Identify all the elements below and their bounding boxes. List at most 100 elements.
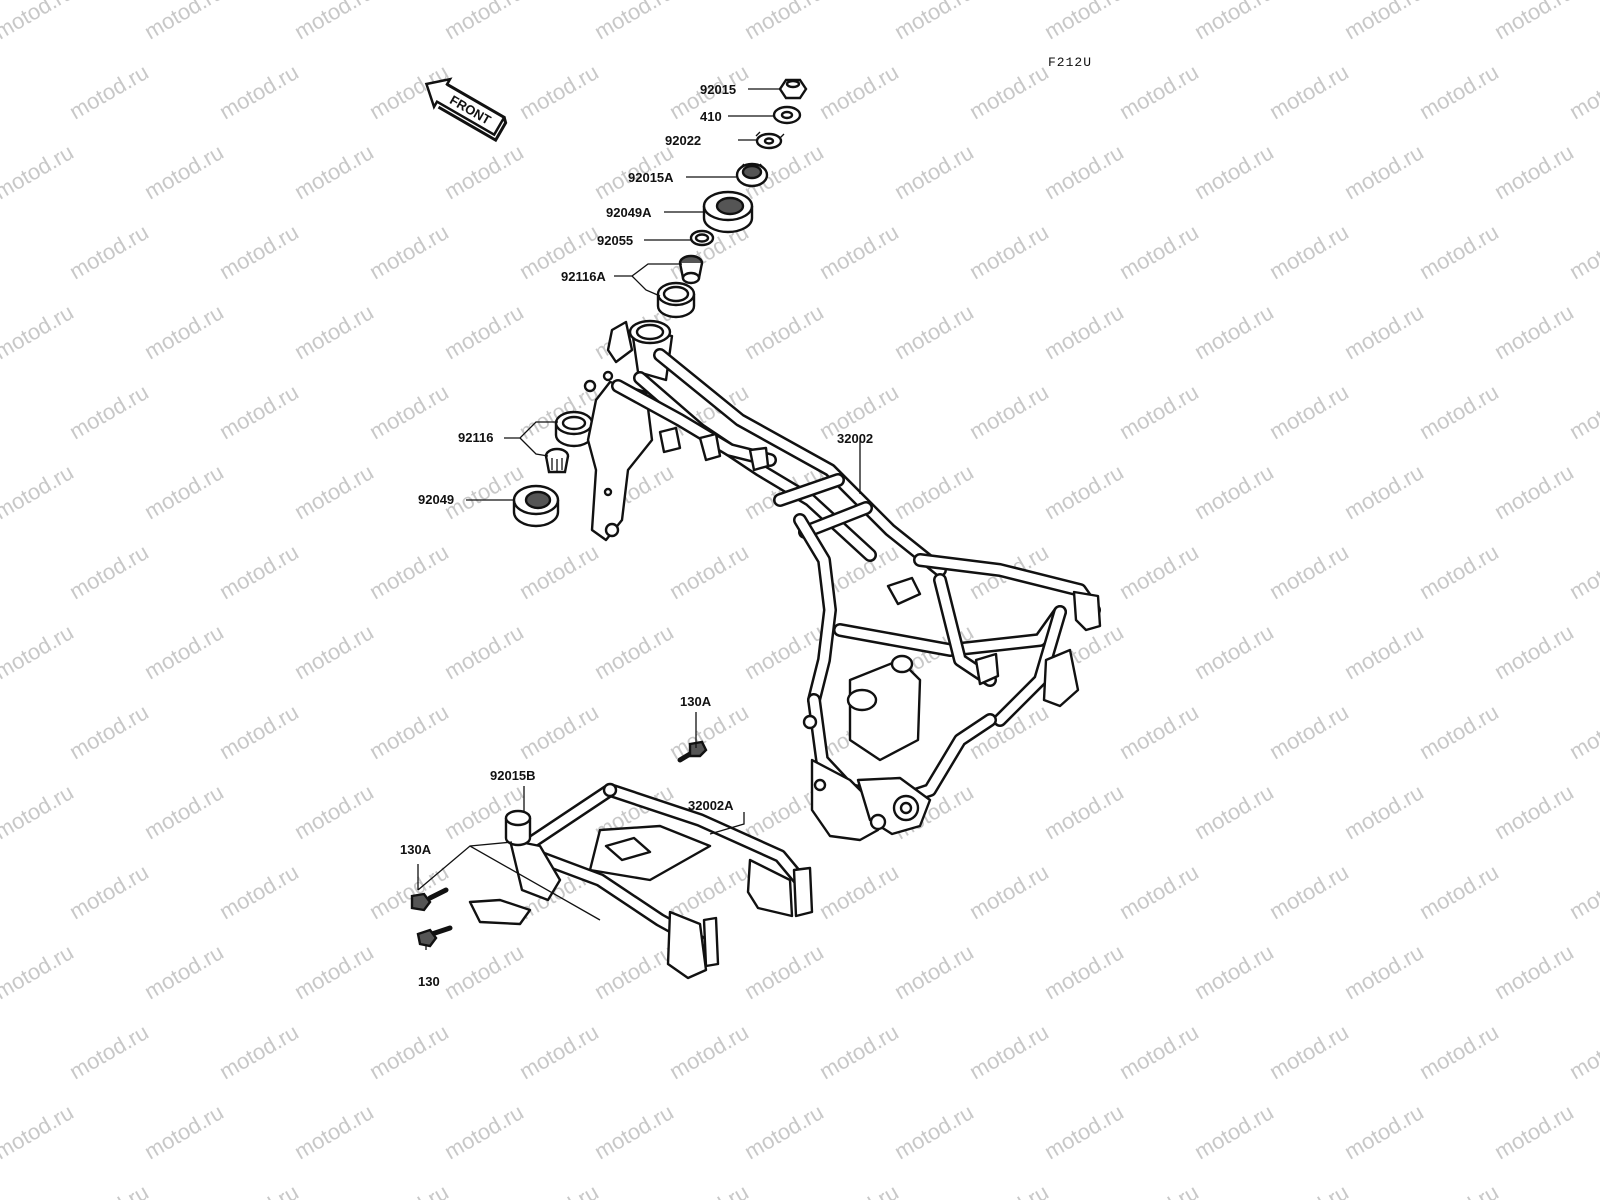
watermark-text: motod.ru: [0, 59, 3, 124]
watermark-text: motod.ru: [965, 379, 1053, 444]
watermark-text: motod.ru: [440, 0, 528, 44]
watermark-text: motod.ru: [1415, 219, 1503, 284]
watermark-text: motod.ru: [215, 699, 303, 764]
watermark-text: motod.ru: [1115, 379, 1203, 444]
watermark-text: motod.ru: [1115, 859, 1203, 924]
watermark-text: motod.ru: [1115, 59, 1203, 124]
watermark-text: motod.ru: [290, 139, 378, 204]
watermark-text: motod.ru: [1490, 619, 1578, 684]
watermark-text: motod.ru: [1265, 859, 1353, 924]
watermark-text: motod.ru: [665, 699, 753, 764]
watermark-text: motod.ru: [1565, 219, 1600, 284]
watermark-text: motod.ru: [440, 1099, 528, 1164]
watermark-text: motod.ru: [1040, 459, 1128, 524]
watermark-text: motod.ru: [1415, 1179, 1503, 1200]
watermark-text: motod.ru: [1415, 859, 1503, 924]
watermark-text: motod.ru: [740, 1099, 828, 1164]
watermark-text: motod.ru: [815, 1179, 903, 1200]
watermark-text: motod.ru: [665, 1179, 753, 1200]
part-92116-race: [554, 410, 594, 448]
leader-lines: [417, 88, 861, 950]
watermark-text: motod.ru: [1190, 459, 1278, 524]
watermark-text: motod.ru: [1565, 59, 1600, 124]
watermark-text: motod.ru: [965, 1179, 1053, 1200]
watermark-text: motod.ru: [365, 699, 453, 764]
watermark-text: motod.ru: [140, 1099, 228, 1164]
watermark-text: motod.ru: [290, 939, 378, 1004]
watermark-text: motod.ru: [1040, 0, 1128, 44]
watermark-text: motod.ru: [0, 939, 78, 1004]
watermark-text: motod.ru: [1040, 779, 1128, 844]
watermark-text: motod.ru: [290, 299, 378, 364]
watermark-text: motod.ru: [0, 139, 78, 204]
watermark-text: motod.ru: [740, 299, 828, 364]
watermark-text: motod.ru: [0, 859, 3, 924]
watermark-text: motod.ru: [290, 1099, 378, 1164]
part-92022-lock-washer: [755, 131, 785, 150]
watermark-text: motod.ru: [0, 1099, 78, 1164]
watermark-text: motod.ru: [1415, 1019, 1503, 1084]
part-130-bolt: [416, 925, 453, 948]
watermark-text: motod.ru: [1340, 139, 1428, 204]
watermark-text: motod.ru: [0, 1179, 3, 1200]
watermark-text: motod.ru: [1115, 1179, 1203, 1200]
watermark-text: motod.ru: [140, 299, 228, 364]
watermark-text: motod.ru: [1415, 539, 1503, 604]
watermark-text: motod.ru: [590, 0, 678, 44]
part-92015A-nut: [735, 162, 769, 188]
watermark-text: motod.ru: [215, 379, 303, 444]
watermark-text: motod.ru: [65, 859, 153, 924]
watermark-text: motod.ru: [1565, 539, 1600, 604]
part-410-washer: [772, 105, 802, 125]
watermark-text: motod.ru: [65, 699, 153, 764]
watermark-text: motod.ru: [665, 539, 753, 604]
watermark-text: motod.ru: [1415, 699, 1503, 764]
label-92022: 92022: [665, 133, 701, 148]
label-130: 130: [418, 974, 440, 989]
part-32002-main-frame: [583, 319, 1102, 842]
watermark-text: motod.ru: [440, 619, 528, 684]
watermark-text: motod.ru: [65, 59, 153, 124]
part-92116A-bearing: [678, 254, 704, 285]
watermark-text: motod.ru: [0, 0, 78, 44]
watermark-text: motod.ru: [440, 139, 528, 204]
watermark-text: motod.ru: [1340, 299, 1428, 364]
watermark-text: motod.ru: [1340, 939, 1428, 1004]
watermark-text: motod.ru: [1190, 939, 1278, 1004]
watermark-text: motod.ru: [890, 139, 978, 204]
watermark-text: motod.ru: [1415, 59, 1503, 124]
watermark-text: motod.ru: [815, 59, 903, 124]
watermark-text: motod.ru: [815, 1019, 903, 1084]
watermark-text: motod.ru: [0, 779, 78, 844]
watermark-text: motod.ru: [65, 219, 153, 284]
watermark-text: motod.ru: [0, 299, 78, 364]
watermark-text: motod.ru: [590, 939, 678, 1004]
watermark-text: motod.ru: [215, 1019, 303, 1084]
watermark-text: motod.ru: [140, 619, 228, 684]
watermark-text: motod.ru: [515, 539, 603, 604]
label-92015B: 92015B: [490, 768, 536, 783]
watermark-text: motod.ru: [590, 1099, 678, 1164]
watermark-text: motod.ru: [140, 0, 228, 44]
watermark-text: motod.ru: [215, 539, 303, 604]
watermark-text: motod.ru: [1040, 1099, 1128, 1164]
watermark-text: motod.ru: [1490, 939, 1578, 1004]
watermark-text: motod.ru: [1490, 779, 1578, 844]
label-92055: 92055: [597, 233, 633, 248]
watermark-text: motod.ru: [140, 779, 228, 844]
watermark-text: motod.ru: [0, 379, 3, 444]
watermark-text: motod.ru: [590, 619, 678, 684]
watermark-text: motod.ru: [515, 699, 603, 764]
watermark-text: motod.ru: [890, 459, 978, 524]
watermark-text: motod.ru: [1490, 1099, 1578, 1164]
watermark-text: motod.ru: [365, 539, 453, 604]
watermark-text: motod.ru: [1340, 619, 1428, 684]
label-92049: 92049: [418, 492, 454, 507]
watermark-text: motod.ru: [1115, 539, 1203, 604]
watermark-text: motod.ru: [1265, 59, 1353, 124]
part-92116-bearing: [544, 447, 570, 474]
part-92055-o-ring: [689, 229, 715, 247]
watermark-text: motod.ru: [1190, 139, 1278, 204]
watermark-text: motod.ru: [1340, 0, 1428, 44]
